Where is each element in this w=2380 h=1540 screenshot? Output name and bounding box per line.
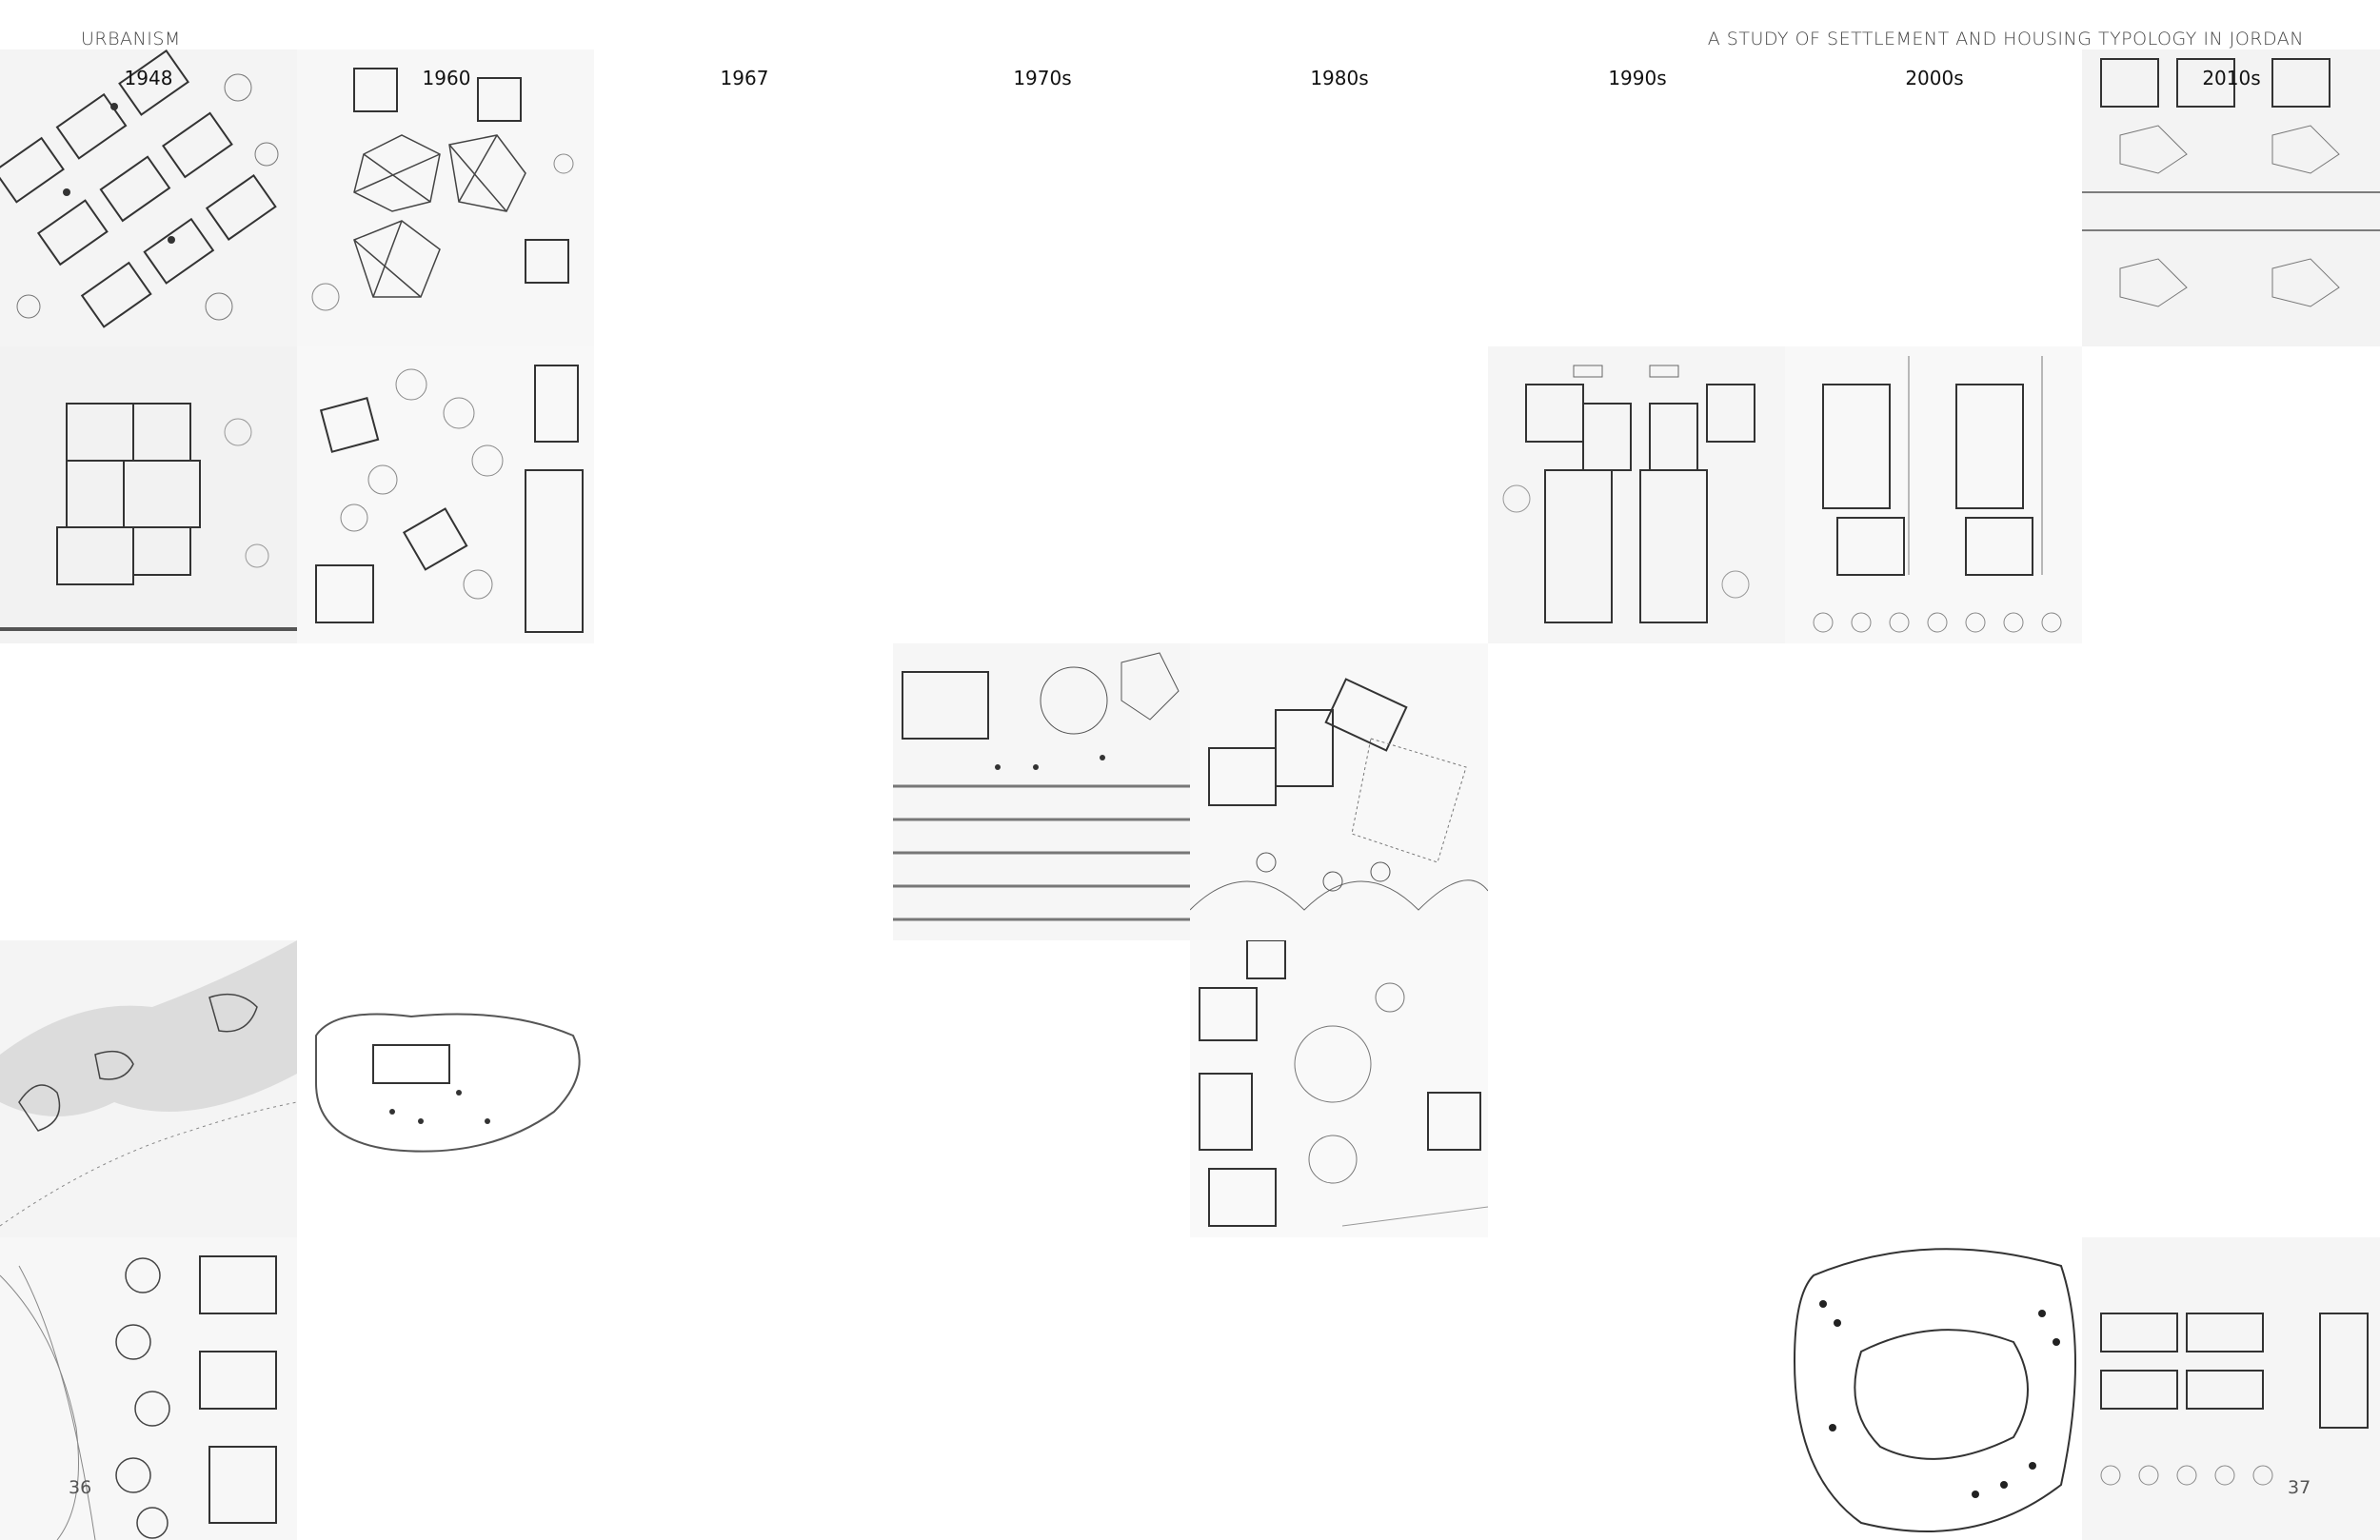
plan-drawing-enclosure bbox=[297, 940, 594, 1237]
plan-drawing-tents bbox=[297, 49, 594, 346]
plan-drawing-farmland bbox=[893, 643, 1190, 940]
plan-drawing-apartment-blocks bbox=[1488, 346, 1785, 643]
year-label-1980s: 1980s bbox=[1310, 67, 1369, 89]
year-label-1967: 1967 bbox=[720, 67, 769, 89]
section-title: URBANISM bbox=[81, 29, 181, 49]
year-label-1960: 1960 bbox=[422, 67, 471, 89]
year-label-2010s: 2010s bbox=[2202, 67, 2261, 89]
book-title: A STUDY OF SETTLEMENT AND HOUSING TYPOLO… bbox=[1707, 29, 2304, 49]
plan-drawing-row-housing bbox=[1785, 346, 2082, 643]
year-label-1948: 1948 bbox=[124, 67, 173, 89]
plan-drawing-village-cluster bbox=[0, 346, 297, 643]
page-number-right: 37 bbox=[2288, 1477, 2311, 1498]
plan-drawing-street-pavilions bbox=[2082, 49, 2380, 346]
year-label-1970s: 1970s bbox=[1013, 67, 1072, 89]
plan-drawing-camp-grid bbox=[0, 49, 297, 346]
plan-drawing-cave-landscape bbox=[0, 940, 297, 1237]
plan-drawing-houses-trees bbox=[297, 346, 594, 643]
page-number-left: 36 bbox=[69, 1477, 92, 1498]
plan-drawing-oasis-palms bbox=[0, 1237, 297, 1540]
year-label-1990s: 1990s bbox=[1608, 67, 1667, 89]
year-label-2000s: 2000s bbox=[1905, 67, 1964, 89]
plan-drawing-grid-blocks bbox=[2082, 1237, 2380, 1540]
plan-drawing-oval-masterplan bbox=[1785, 1237, 2082, 1540]
plan-drawing-complex bbox=[1190, 643, 1488, 940]
plan-drawing-courtyard-circle bbox=[1190, 940, 1488, 1237]
